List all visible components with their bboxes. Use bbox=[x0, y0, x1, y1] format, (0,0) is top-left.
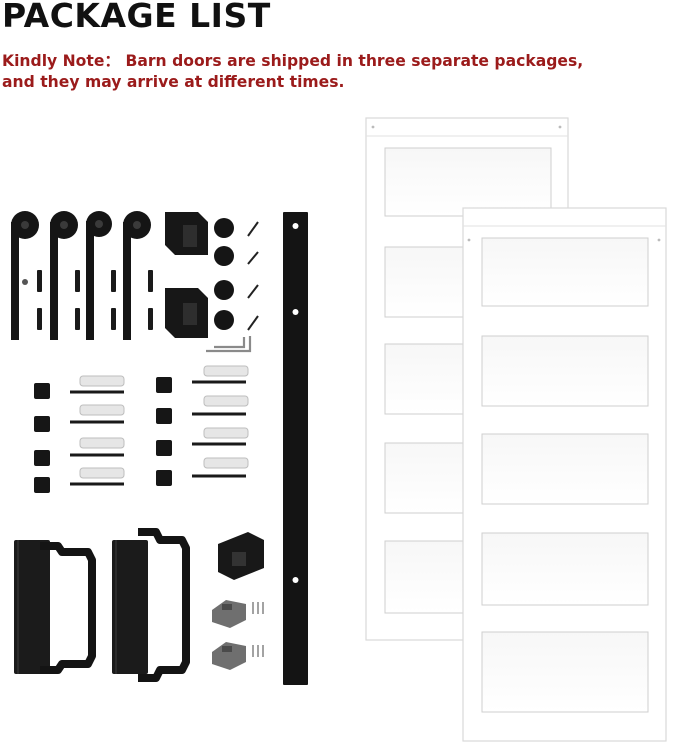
pull-handles bbox=[14, 528, 190, 682]
roller-hangers bbox=[11, 211, 151, 340]
small-screws bbox=[247, 221, 259, 331]
shipping-note: Kindly Note： Barn doors are shipped in t… bbox=[2, 51, 642, 93]
floor-guide bbox=[218, 532, 264, 580]
roller-hanger-3 bbox=[86, 211, 112, 340]
floor-stops bbox=[212, 600, 246, 670]
page-title: PACKAGE LIST bbox=[2, 0, 271, 35]
end-stops bbox=[165, 212, 208, 338]
floor-screws bbox=[252, 602, 264, 657]
roller-hanger-1 bbox=[11, 211, 39, 340]
screw-set-left bbox=[34, 375, 125, 493]
track-rail bbox=[283, 212, 308, 685]
roller-hanger-2 bbox=[50, 211, 78, 340]
hanger-bolts bbox=[37, 270, 153, 330]
note-line-1: Kindly Note： Barn doors are shipped in t… bbox=[2, 52, 584, 70]
allen-keys bbox=[206, 336, 252, 353]
barn-door-front bbox=[462, 207, 667, 742]
roller-hanger-4 bbox=[123, 211, 151, 340]
pull-handle-2 bbox=[112, 528, 190, 682]
spacer-washers bbox=[214, 218, 234, 330]
pull-handle-1 bbox=[14, 540, 96, 674]
screw-set-right bbox=[156, 365, 249, 486]
note-line-2: and they may arrive at different times. bbox=[2, 73, 345, 91]
